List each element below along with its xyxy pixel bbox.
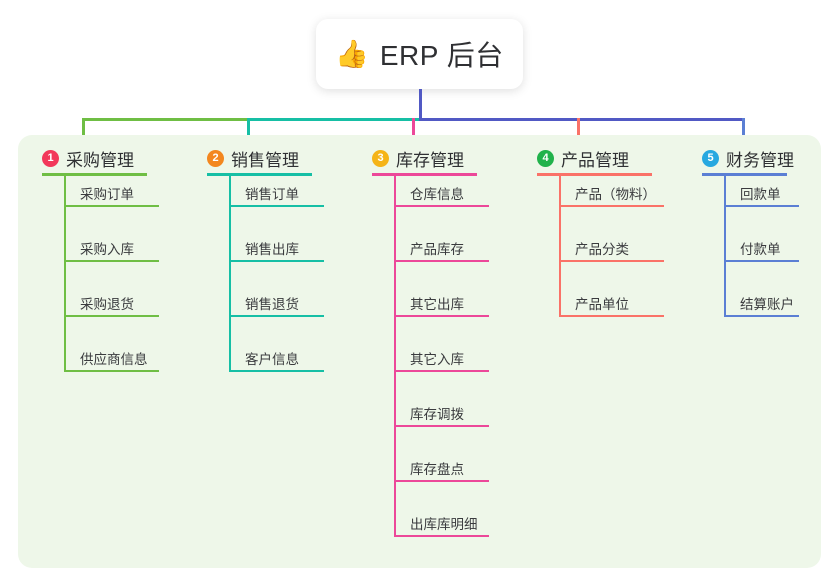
- branch-item-label: 采购订单: [80, 187, 134, 202]
- branch-header-rule: [537, 173, 652, 176]
- bus-segment-3: [419, 118, 745, 121]
- branch-item-label: 其它出库: [410, 297, 464, 312]
- branch-item[interactable]: 回款单: [724, 187, 799, 207]
- branch-item-label: 销售出库: [245, 242, 299, 257]
- branch-item-label: 库存盘点: [410, 462, 464, 477]
- branch-spine: [64, 176, 66, 370]
- branch-header-2[interactable]: 2 销售管理: [207, 146, 299, 171]
- branch-item[interactable]: 采购订单: [64, 187, 159, 207]
- branch-spine: [724, 176, 726, 315]
- branch-item[interactable]: 其它出库: [394, 297, 489, 317]
- branch-item-label: 其它入库: [410, 352, 464, 367]
- branch-title: 采购管理: [66, 151, 134, 170]
- branch-item-label: 销售退货: [245, 297, 299, 312]
- branch-item-label: 供应商信息: [80, 352, 148, 367]
- branch-header-3[interactable]: 3 库存管理: [372, 146, 464, 171]
- branch-item[interactable]: 供应商信息: [64, 352, 159, 372]
- branch-number-badge: 1: [42, 150, 59, 167]
- branch-item[interactable]: 其它入库: [394, 352, 489, 372]
- branch-item-label: 采购入库: [80, 242, 134, 257]
- branch-item[interactable]: 销售退货: [229, 297, 324, 317]
- branch-item[interactable]: 结算账户: [724, 297, 799, 317]
- branch-header-4[interactable]: 4 产品管理: [537, 146, 629, 171]
- branch-number-badge: 5: [702, 150, 719, 167]
- branch-header-rule: [42, 173, 147, 176]
- branch-item[interactable]: 产品库存: [394, 242, 489, 262]
- branch-column-5: 5 财务管理回款单付款单结算账户: [702, 135, 832, 568]
- branch-item-label: 采购退货: [80, 297, 134, 312]
- branch-header-rule: [372, 173, 477, 176]
- branch-title: 库存管理: [396, 151, 464, 170]
- branch-item-label: 仓库信息: [410, 187, 464, 202]
- branch-item-label: 销售订单: [245, 187, 299, 202]
- branch-column-1: 1 采购管理采购订单采购入库采购退货供应商信息: [42, 135, 192, 568]
- branches-panel: [18, 135, 821, 568]
- branch-item[interactable]: 仓库信息: [394, 187, 489, 207]
- branch-item[interactable]: 销售出库: [229, 242, 324, 262]
- branch-item-label: 产品库存: [410, 242, 464, 257]
- branch-title: 财务管理: [726, 151, 794, 170]
- branch-item[interactable]: 产品（物料）: [559, 187, 664, 207]
- branch-item[interactable]: 客户信息: [229, 352, 324, 372]
- bus-segment-1: [82, 118, 247, 121]
- branch-item[interactable]: 产品分类: [559, 242, 664, 262]
- branch-spine: [229, 176, 231, 370]
- branch-column-3: 3 库存管理仓库信息产品库存其它出库其它入库库存调拨库存盘点出库库明细: [372, 135, 522, 568]
- branch-header-5[interactable]: 5 财务管理: [702, 146, 794, 171]
- branch-number-badge: 4: [537, 150, 554, 167]
- root-stem: [419, 89, 422, 121]
- branch-item[interactable]: 库存调拨: [394, 407, 489, 427]
- branch-item[interactable]: 产品单位: [559, 297, 664, 317]
- branch-header-rule: [207, 173, 312, 176]
- branch-title: 销售管理: [231, 151, 299, 170]
- branch-number-badge: 3: [372, 150, 389, 167]
- branch-item-label: 产品单位: [575, 297, 629, 312]
- branch-item-label: 库存调拨: [410, 407, 464, 422]
- branch-item-label: 出库库明细: [410, 517, 478, 532]
- branch-spine: [394, 176, 396, 535]
- bus-segment-2: [247, 118, 419, 121]
- branch-item-label: 产品（物料）: [575, 187, 656, 202]
- branch-item[interactable]: 库存盘点: [394, 462, 489, 482]
- branch-item-label: 回款单: [740, 187, 781, 202]
- branch-spine: [559, 176, 561, 315]
- branch-item-label: 付款单: [740, 242, 781, 257]
- branch-item[interactable]: 出库库明细: [394, 517, 489, 537]
- branch-item[interactable]: 采购入库: [64, 242, 159, 262]
- branch-item[interactable]: 采购退货: [64, 297, 159, 317]
- branch-item[interactable]: 销售订单: [229, 187, 324, 207]
- branch-item-label: 产品分类: [575, 242, 629, 257]
- thumbs-up-icon: 👍: [335, 38, 369, 69]
- root-node-erp-backend[interactable]: 👍 ERP 后台: [316, 19, 523, 89]
- branch-item-label: 客户信息: [245, 352, 299, 367]
- branch-column-4: 4 产品管理产品（物料） 产品分类产品单位: [537, 135, 697, 568]
- branch-header-rule: [702, 173, 787, 176]
- branch-number-badge: 2: [207, 150, 224, 167]
- branch-title: 产品管理: [561, 151, 629, 170]
- root-node-title: ERP 后台: [379, 40, 504, 71]
- branch-column-2: 2 销售管理销售订单销售出库销售退货客户信息: [207, 135, 357, 568]
- branch-item-label: 结算账户: [740, 297, 794, 312]
- branch-item[interactable]: 付款单: [724, 242, 799, 262]
- branch-header-1[interactable]: 1 采购管理: [42, 146, 134, 171]
